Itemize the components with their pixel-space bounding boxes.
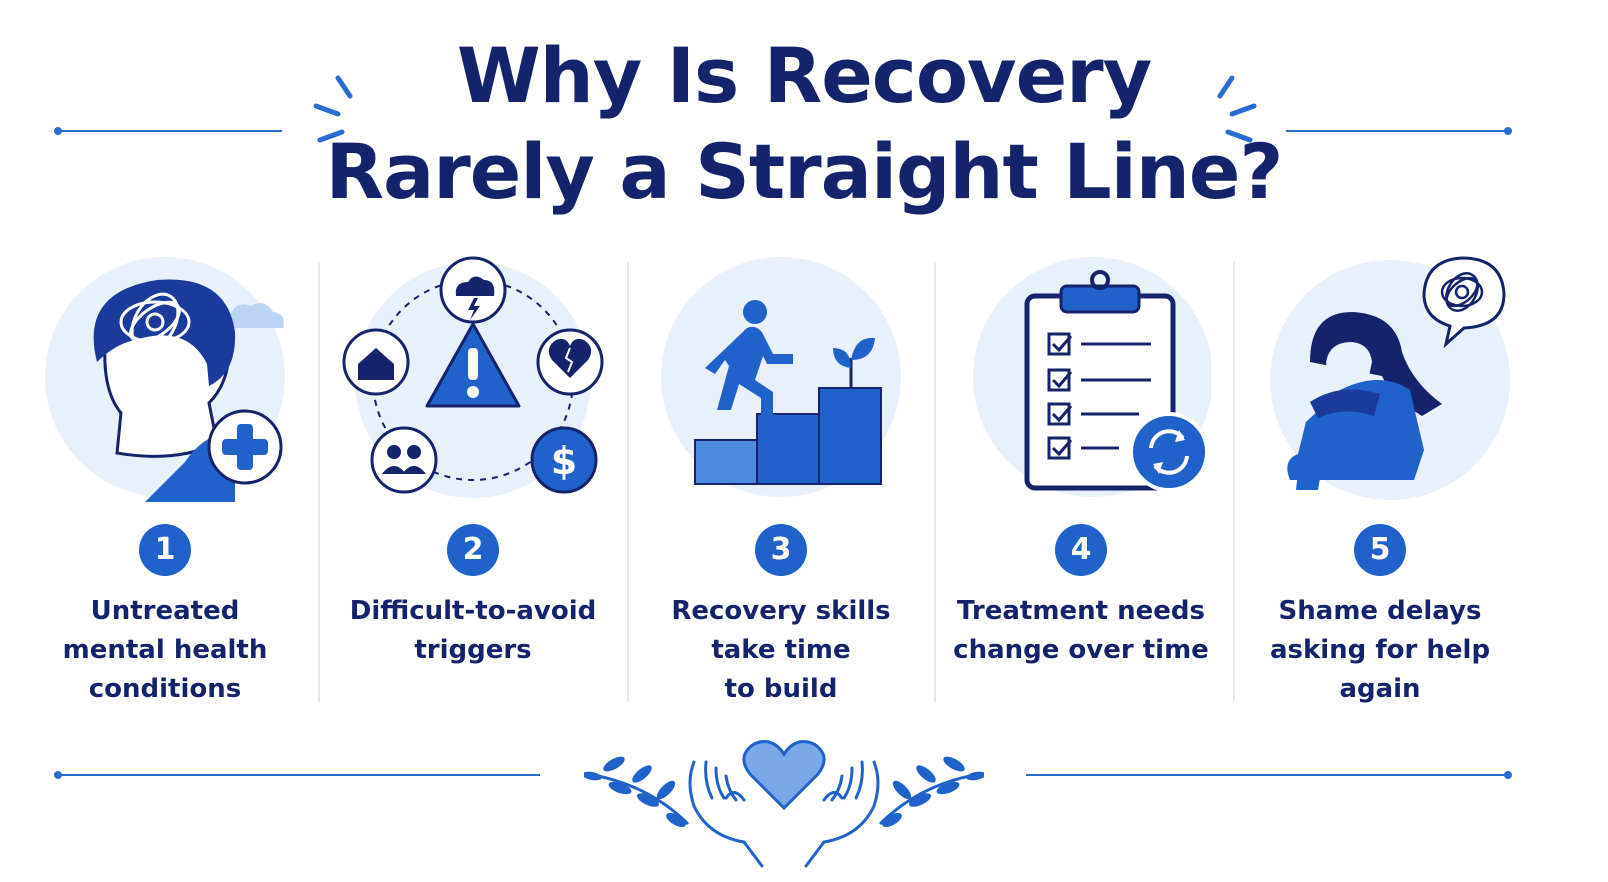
caption-line: take time xyxy=(711,635,851,665)
step-number-badge: 2 xyxy=(447,524,499,576)
column-divider xyxy=(934,262,936,702)
title-line-1: Why Is Recovery xyxy=(456,31,1152,120)
caption-line: change over time xyxy=(953,635,1209,665)
step-number-badge: 1 xyxy=(139,524,191,576)
column-divider xyxy=(318,262,320,702)
reason-card-4: 4 Treatment needs change over time xyxy=(931,252,1231,670)
caption-line: conditions xyxy=(88,674,242,704)
sad-person-icon xyxy=(1270,256,1510,500)
step-number-badge: 3 xyxy=(755,524,807,576)
warning-triggers-icon: $ xyxy=(342,256,604,498)
caption-line: triggers xyxy=(414,635,532,665)
step-number-badge: 5 xyxy=(1354,524,1406,576)
divider-line xyxy=(1026,774,1508,776)
line-endpoint-dot xyxy=(1504,771,1512,779)
step-number-badge: 4 xyxy=(1055,524,1107,576)
sparkle-right-icon xyxy=(1217,75,1257,143)
reason-card-2: $ 2 Difficult-to-avoid triggers xyxy=(323,252,623,670)
reason-card-3: 3 Recovery skills take time to build xyxy=(631,252,931,709)
reason-card-5: 5 Shame delays asking for help again xyxy=(1230,252,1530,709)
caption-line: Recovery skills xyxy=(671,596,891,626)
svg-text:$: $ xyxy=(551,439,577,483)
title-line-2: Rarely a Straight Line? xyxy=(325,127,1283,216)
head-tangled-thoughts-icon xyxy=(45,257,285,502)
caption-line: again xyxy=(1339,674,1421,704)
clipboard-checklist-icon xyxy=(973,257,1211,497)
caption-line: Difficult-to-avoid xyxy=(349,596,597,626)
caption-line: Untreated xyxy=(90,596,240,626)
caption-line: mental health xyxy=(62,635,268,665)
column-divider xyxy=(1233,262,1235,702)
caption-line: Treatment needs xyxy=(957,596,1205,626)
divider-line xyxy=(58,774,540,776)
caption-line: to build xyxy=(724,674,838,704)
page-title: Why Is Recovery Rarely a Straight Line? xyxy=(0,28,1608,220)
divider-line xyxy=(58,130,282,132)
caption-line: asking for help xyxy=(1269,635,1491,665)
divider-line xyxy=(1286,130,1508,132)
caption-line: Shame delays xyxy=(1278,596,1482,626)
line-endpoint-dot xyxy=(1504,127,1512,135)
reason-card-1: 1 Untreated mental health conditions xyxy=(15,252,315,709)
reason-caption: Recovery skills take time to build xyxy=(631,592,931,709)
reason-caption: Difficult-to-avoid triggers xyxy=(323,592,623,670)
reason-caption: Treatment needs change over time xyxy=(931,592,1231,670)
climbing-steps-icon xyxy=(661,257,901,497)
sparkle-left-icon xyxy=(313,75,353,143)
column-divider xyxy=(627,262,629,702)
reason-caption: Untreated mental health conditions xyxy=(15,592,315,709)
reason-caption: Shame delays asking for help again xyxy=(1230,592,1530,709)
hands-holding-heart-icon xyxy=(584,740,984,868)
